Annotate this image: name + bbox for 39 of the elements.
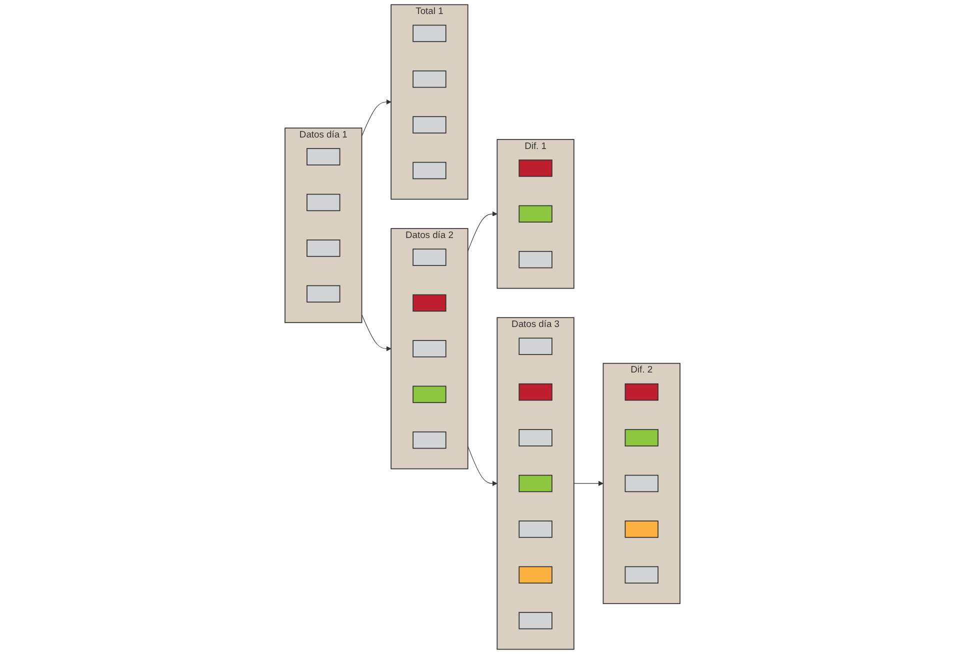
node-box (624, 429, 658, 446)
node-box (518, 160, 552, 177)
node-box (518, 429, 552, 446)
node-box (518, 338, 552, 355)
node-box (412, 386, 446, 404)
node-box (412, 70, 446, 88)
node-box (518, 205, 552, 223)
node-box (518, 566, 552, 584)
node-box (624, 566, 658, 584)
node-box (624, 520, 658, 538)
cluster: Total 1 (390, 4, 468, 200)
cluster: Datos día 3 (496, 317, 574, 650)
node-box (518, 250, 552, 268)
node-box (412, 340, 446, 358)
node-box (518, 612, 552, 630)
node-box (412, 24, 446, 42)
node-box (518, 474, 552, 492)
node-box (412, 294, 446, 312)
arrow (574, 480, 604, 486)
cluster: Dif. 1 (496, 139, 574, 289)
node-box (412, 116, 446, 134)
arrow (468, 211, 498, 252)
node-box (412, 431, 446, 449)
node-box (518, 520, 552, 538)
node-box (306, 148, 340, 166)
node-box (624, 383, 658, 401)
node-box (306, 285, 340, 303)
arrow (361, 99, 392, 136)
node-box (412, 162, 446, 180)
cluster: Datos día 2 (390, 228, 468, 470)
arrow (361, 314, 392, 352)
node-box (518, 383, 552, 401)
node-box (306, 194, 340, 212)
node-box (306, 240, 340, 257)
cluster: Dif. 2 (602, 362, 680, 604)
arrow (468, 446, 498, 486)
cluster: Datos día 1 (284, 128, 362, 324)
node-box (412, 248, 446, 266)
node-box (624, 474, 658, 492)
